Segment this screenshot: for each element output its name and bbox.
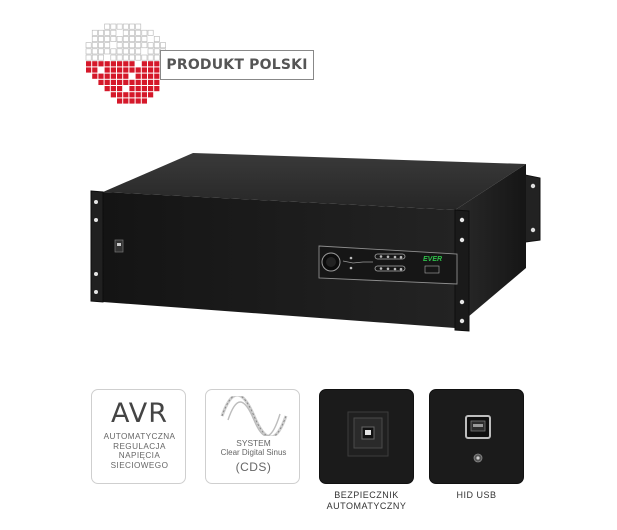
cds-line1: SYSTEM — [236, 438, 271, 448]
front-right-rack-ear — [454, 209, 470, 332]
ups-top-face — [103, 153, 526, 210]
breaker-caption: BEZPIECZNIK AUTOMATYCZNY — [326, 490, 407, 511]
usb-caption: HID USB — [456, 490, 497, 500]
usb-feature-tile — [429, 389, 524, 484]
sine-wave-icon — [220, 396, 288, 436]
ups-side-face — [455, 164, 526, 328]
cds-line2: Clear Digital Sinus — [220, 448, 287, 457]
cds-line3: (CDS) — [235, 460, 272, 474]
ups-front-face — [103, 192, 455, 328]
control-panel — [318, 245, 458, 285]
breaker-feature-tile — [319, 389, 414, 484]
front-left-rack-ear — [90, 190, 104, 303]
produkt-polski-badge: PRODUKT POLSKI — [160, 50, 314, 80]
cds-feature-tile: SYSTEM Clear Digital Sinus (CDS) — [205, 389, 300, 484]
badge-label: PRODUKT POLSKI — [166, 57, 308, 73]
usb-port-icon — [465, 415, 491, 463]
ups-unit-image: EVER — [90, 153, 541, 332]
avr-description: AUTOMATYCZNA REGULACJA NAPIĘCIA SIECIOWE… — [103, 432, 176, 470]
avr-title: AVR — [111, 398, 168, 429]
poland-map-icon — [85, 23, 173, 104]
brand-logo: EVER — [423, 256, 442, 263]
avr-feature-tile: AVR AUTOMATYCZNA REGULACJA NAPIĘCIA SIEC… — [91, 389, 186, 484]
breaker-icon — [347, 411, 389, 457]
